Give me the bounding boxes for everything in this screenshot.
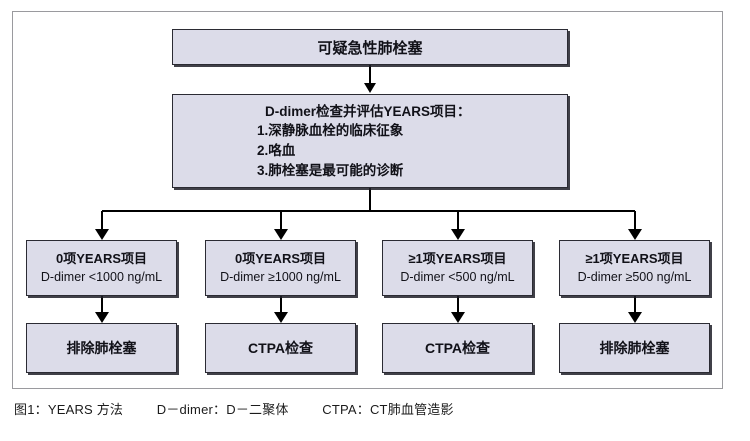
branch-2-title: 0项YEARS项目 [234, 250, 327, 266]
ddimer-years-line-1: 1.深静脉血栓的临床征象 [257, 123, 404, 139]
ddimer-years-line-0: D-dimer检查并评估YEARS项目： [265, 103, 471, 119]
branch-4-criterion: D-dimer ≥500 ng/mL [577, 270, 692, 285]
result-3-label: CTPA检查 [424, 340, 491, 356]
node-result-4-exclude-pe: 排除肺栓塞 [559, 323, 710, 373]
result-4-label: 排除肺栓塞 [599, 340, 670, 356]
caption-abbr-ctpa: CTPA：CT肺血管造影 [322, 402, 454, 417]
branch-2-criterion: D-dimer ≥1000 ng/mL [220, 270, 341, 285]
branch-3-text: ≥1项YEARS项目 D-dimer <500 ng/mL [400, 250, 514, 287]
node-branch-1plus-years-ddimer-lt-500: ≥1项YEARS项目 D-dimer <500 ng/mL [382, 240, 533, 296]
node-result-1-exclude-pe: 排除肺栓塞 [26, 323, 177, 373]
branch-3-criterion: D-dimer <500 ng/mL [400, 270, 515, 285]
node-branch-0-years-ddimer-gte-1000: 0项YEARS项目 D-dimer ≥1000 ng/mL [205, 240, 356, 296]
node-result-3-ctpa: CTPA检查 [382, 323, 533, 373]
branch-1-title: 0项YEARS项目 [55, 250, 148, 266]
result-1-label: 排除肺栓塞 [66, 340, 137, 356]
node-ddimer-years-text: D-dimer检查并评估YEARS项目： 1.深静脉血栓的临床征象 2.咯血 3… [257, 102, 471, 180]
caption-figure-label: 图1：YEARS 方法 [14, 402, 124, 417]
branch-2-text: 0项YEARS项目 D-dimer ≥1000 ng/mL [220, 250, 341, 287]
branch-1-criterion: D-dimer <1000 ng/mL [40, 270, 163, 285]
branch-3-title: ≥1项YEARS项目 [408, 250, 507, 266]
node-suspected-acute-pe-label: 可疑急性肺栓塞 [317, 39, 423, 57]
caption-abbr-ddimer: D－dimer：D－二聚体 [156, 402, 289, 417]
node-branch-1plus-years-ddimer-gte-500: ≥1项YEARS项目 D-dimer ≥500 ng/mL [559, 240, 710, 296]
branch-4-title: ≥1项YEARS项目 [585, 250, 684, 266]
figure-caption: 图1：YEARS 方法 D－dimer：D－二聚体 CTPA：CT肺血管造影 [14, 399, 734, 418]
result-2-label: CTPA检查 [247, 340, 314, 356]
ddimer-years-line-3: 3.肺栓塞是最可能的诊断 [257, 162, 404, 178]
branch-4-text: ≥1项YEARS项目 D-dimer ≥500 ng/mL [578, 250, 692, 287]
node-suspected-acute-pe: 可疑急性肺栓塞 [172, 29, 568, 65]
node-result-2-ctpa: CTPA检查 [205, 323, 356, 373]
node-ddimer-years-assessment: D-dimer检查并评估YEARS项目： 1.深静脉血栓的临床征象 2.咯血 3… [172, 94, 568, 188]
node-branch-0-years-ddimer-lt-1000: 0项YEARS项目 D-dimer <1000 ng/mL [26, 240, 177, 296]
ddimer-years-line-2: 2.咯血 [257, 143, 296, 158]
branch-1-text: 0项YEARS项目 D-dimer <1000 ng/mL [41, 250, 162, 287]
